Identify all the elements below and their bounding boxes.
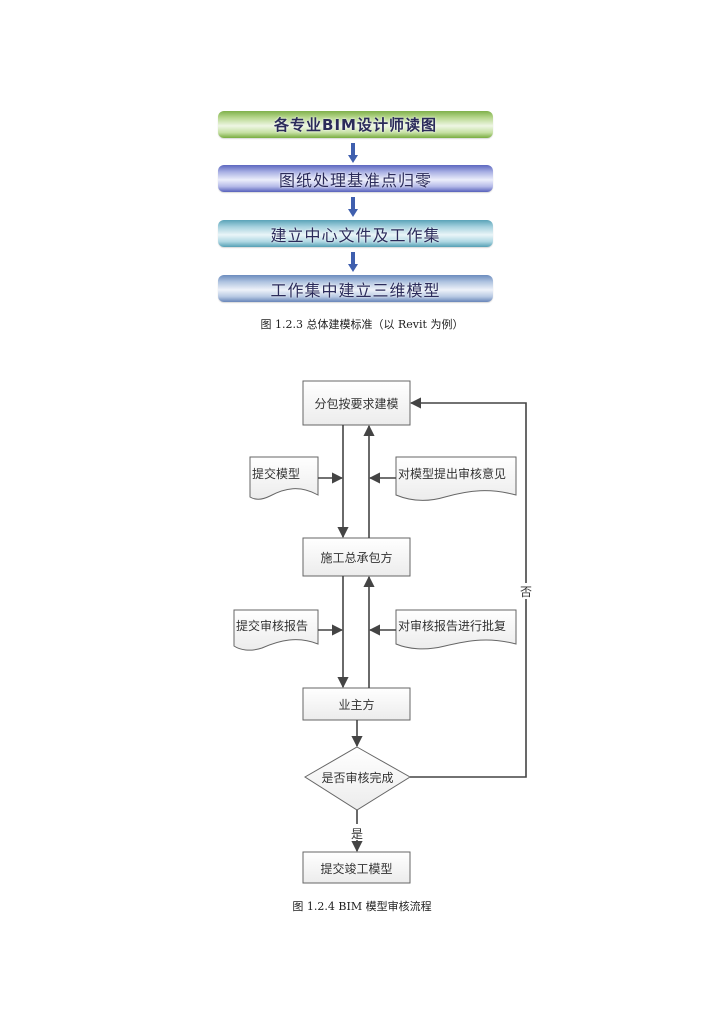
down-arrow-icon: [348, 143, 358, 163]
figure-caption-1-2-3: 图 1.2.3 总体建模标准（以 Revit 为例）: [260, 318, 464, 331]
yes-label: 是: [350, 827, 363, 841]
step-bar-read-drawings: 各专业BIM设计师读图: [218, 111, 493, 138]
doc-submit-model: [249, 456, 319, 500]
doc-approve-report: [395, 609, 517, 650]
decision-label: 是否审核完成: [321, 771, 394, 785]
box-subcontractor: [302, 380, 411, 426]
doc-approve-report-label: 对审核报告进行批复: [398, 619, 507, 633]
down-arrow-icon: [348, 252, 358, 272]
down-arrow-icon: [348, 197, 358, 217]
step-bar-3d-model: 工作集中建立三维模型: [218, 275, 493, 302]
step-label: 各专业BIM设计师读图: [274, 116, 437, 134]
step-label: 建立中心文件及工作集: [270, 225, 441, 245]
box-submit-final-label: 提交竣工模型: [320, 862, 393, 876]
doc-submit-model-label: 提交模型: [252, 467, 301, 481]
box-subcontractor-label: 分包按要求建模: [314, 397, 399, 411]
box-submit-final: [302, 851, 411, 884]
step-bar-zero-datum: 图纸处理基准点归零: [218, 165, 493, 192]
box-owner: [302, 687, 411, 721]
no-label: 否: [519, 585, 532, 599]
box-owner-label: 业主方: [338, 698, 375, 712]
step-bar-central-file: 建立中心文件及工作集: [218, 220, 493, 247]
doc-submit-report-label: 提交审核报告: [236, 619, 309, 633]
doc-review-comments: [395, 456, 517, 501]
doc-review-comments-label: 对模型提出审核意见: [398, 467, 507, 481]
figure-caption-1-2-4: 图 1.2.4 BIM 模型审核流程: [292, 900, 432, 913]
box-general-contractor-label: 施工总承包方: [320, 551, 393, 565]
doc-submit-report: [233, 609, 319, 651]
step-label: 工作集中建立三维模型: [270, 280, 441, 300]
box-general-contractor: [302, 537, 411, 577]
step-label: 图纸处理基准点归零: [278, 170, 432, 190]
